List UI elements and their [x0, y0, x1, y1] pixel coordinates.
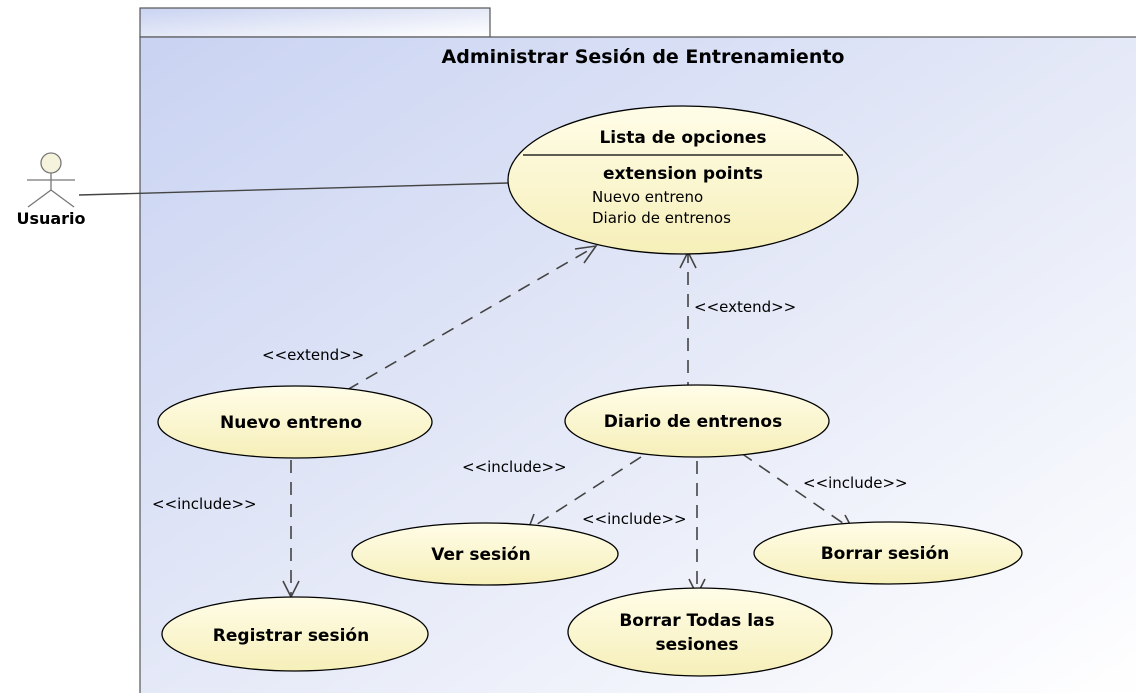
- use-case-lista-de-opciones[interactable]: Lista de opciones extension points Nuevo…: [507, 105, 859, 255]
- relationship-extend-nuevo: <<extend>>: [262, 244, 598, 391]
- use-case-nuevo-entreno[interactable]: Nuevo entreno: [157, 385, 433, 459]
- use-case-label: Nuevo entreno: [220, 413, 362, 433]
- use-case-label-line: Borrar Todas las: [619, 611, 774, 631]
- stereotype-label: <<include>>: [152, 495, 257, 513]
- package-tab: [139, 7, 491, 38]
- actor-usuario[interactable]: Usuario: [16, 152, 86, 228]
- relationship-include-ver: <<include>>: [462, 456, 642, 532]
- use-case-borrar-todas-las-sesiones[interactable]: Borrar Todas las sesiones: [567, 587, 833, 677]
- stereotype-label: <<include>>: [462, 458, 567, 476]
- stereotype-label: <<include>>: [582, 510, 687, 528]
- use-case-registrar-sesion[interactable]: Registrar sesión: [161, 596, 429, 672]
- extension-point: Nuevo entreno: [592, 188, 703, 206]
- extension-points-heading: extension points: [603, 164, 763, 184]
- use-case-label: Diario de entrenos: [604, 412, 782, 432]
- use-case-diario-de-entrenos[interactable]: Diario de entrenos: [564, 384, 830, 458]
- stereotype-label: <<include>>: [803, 474, 908, 492]
- use-case-borrar-sesion[interactable]: Borrar sesión: [753, 521, 1023, 585]
- extension-point: Diario de entrenos: [592, 209, 731, 227]
- use-case-label: Ver sesión: [431, 545, 530, 565]
- package-title: Administrar Sesión de Entrenamiento: [442, 46, 845, 68]
- association-line: [78, 182, 509, 196]
- use-case-ver-sesion[interactable]: Ver sesión: [351, 522, 619, 586]
- stereotype-label: <<extend>>: [262, 346, 364, 364]
- use-case-title: Lista de opciones: [599, 128, 766, 148]
- use-case-label: Registrar sesión: [213, 626, 369, 646]
- actor-label: Usuario: [16, 209, 85, 228]
- stereotype-label: <<extend>>: [694, 298, 796, 316]
- use-case-label-line: sesiones: [655, 635, 738, 655]
- use-case-label: Borrar sesión: [821, 544, 950, 564]
- relationship-include-borrar: <<include>>: [740, 452, 908, 531]
- stick-figure-icon: [27, 152, 75, 208]
